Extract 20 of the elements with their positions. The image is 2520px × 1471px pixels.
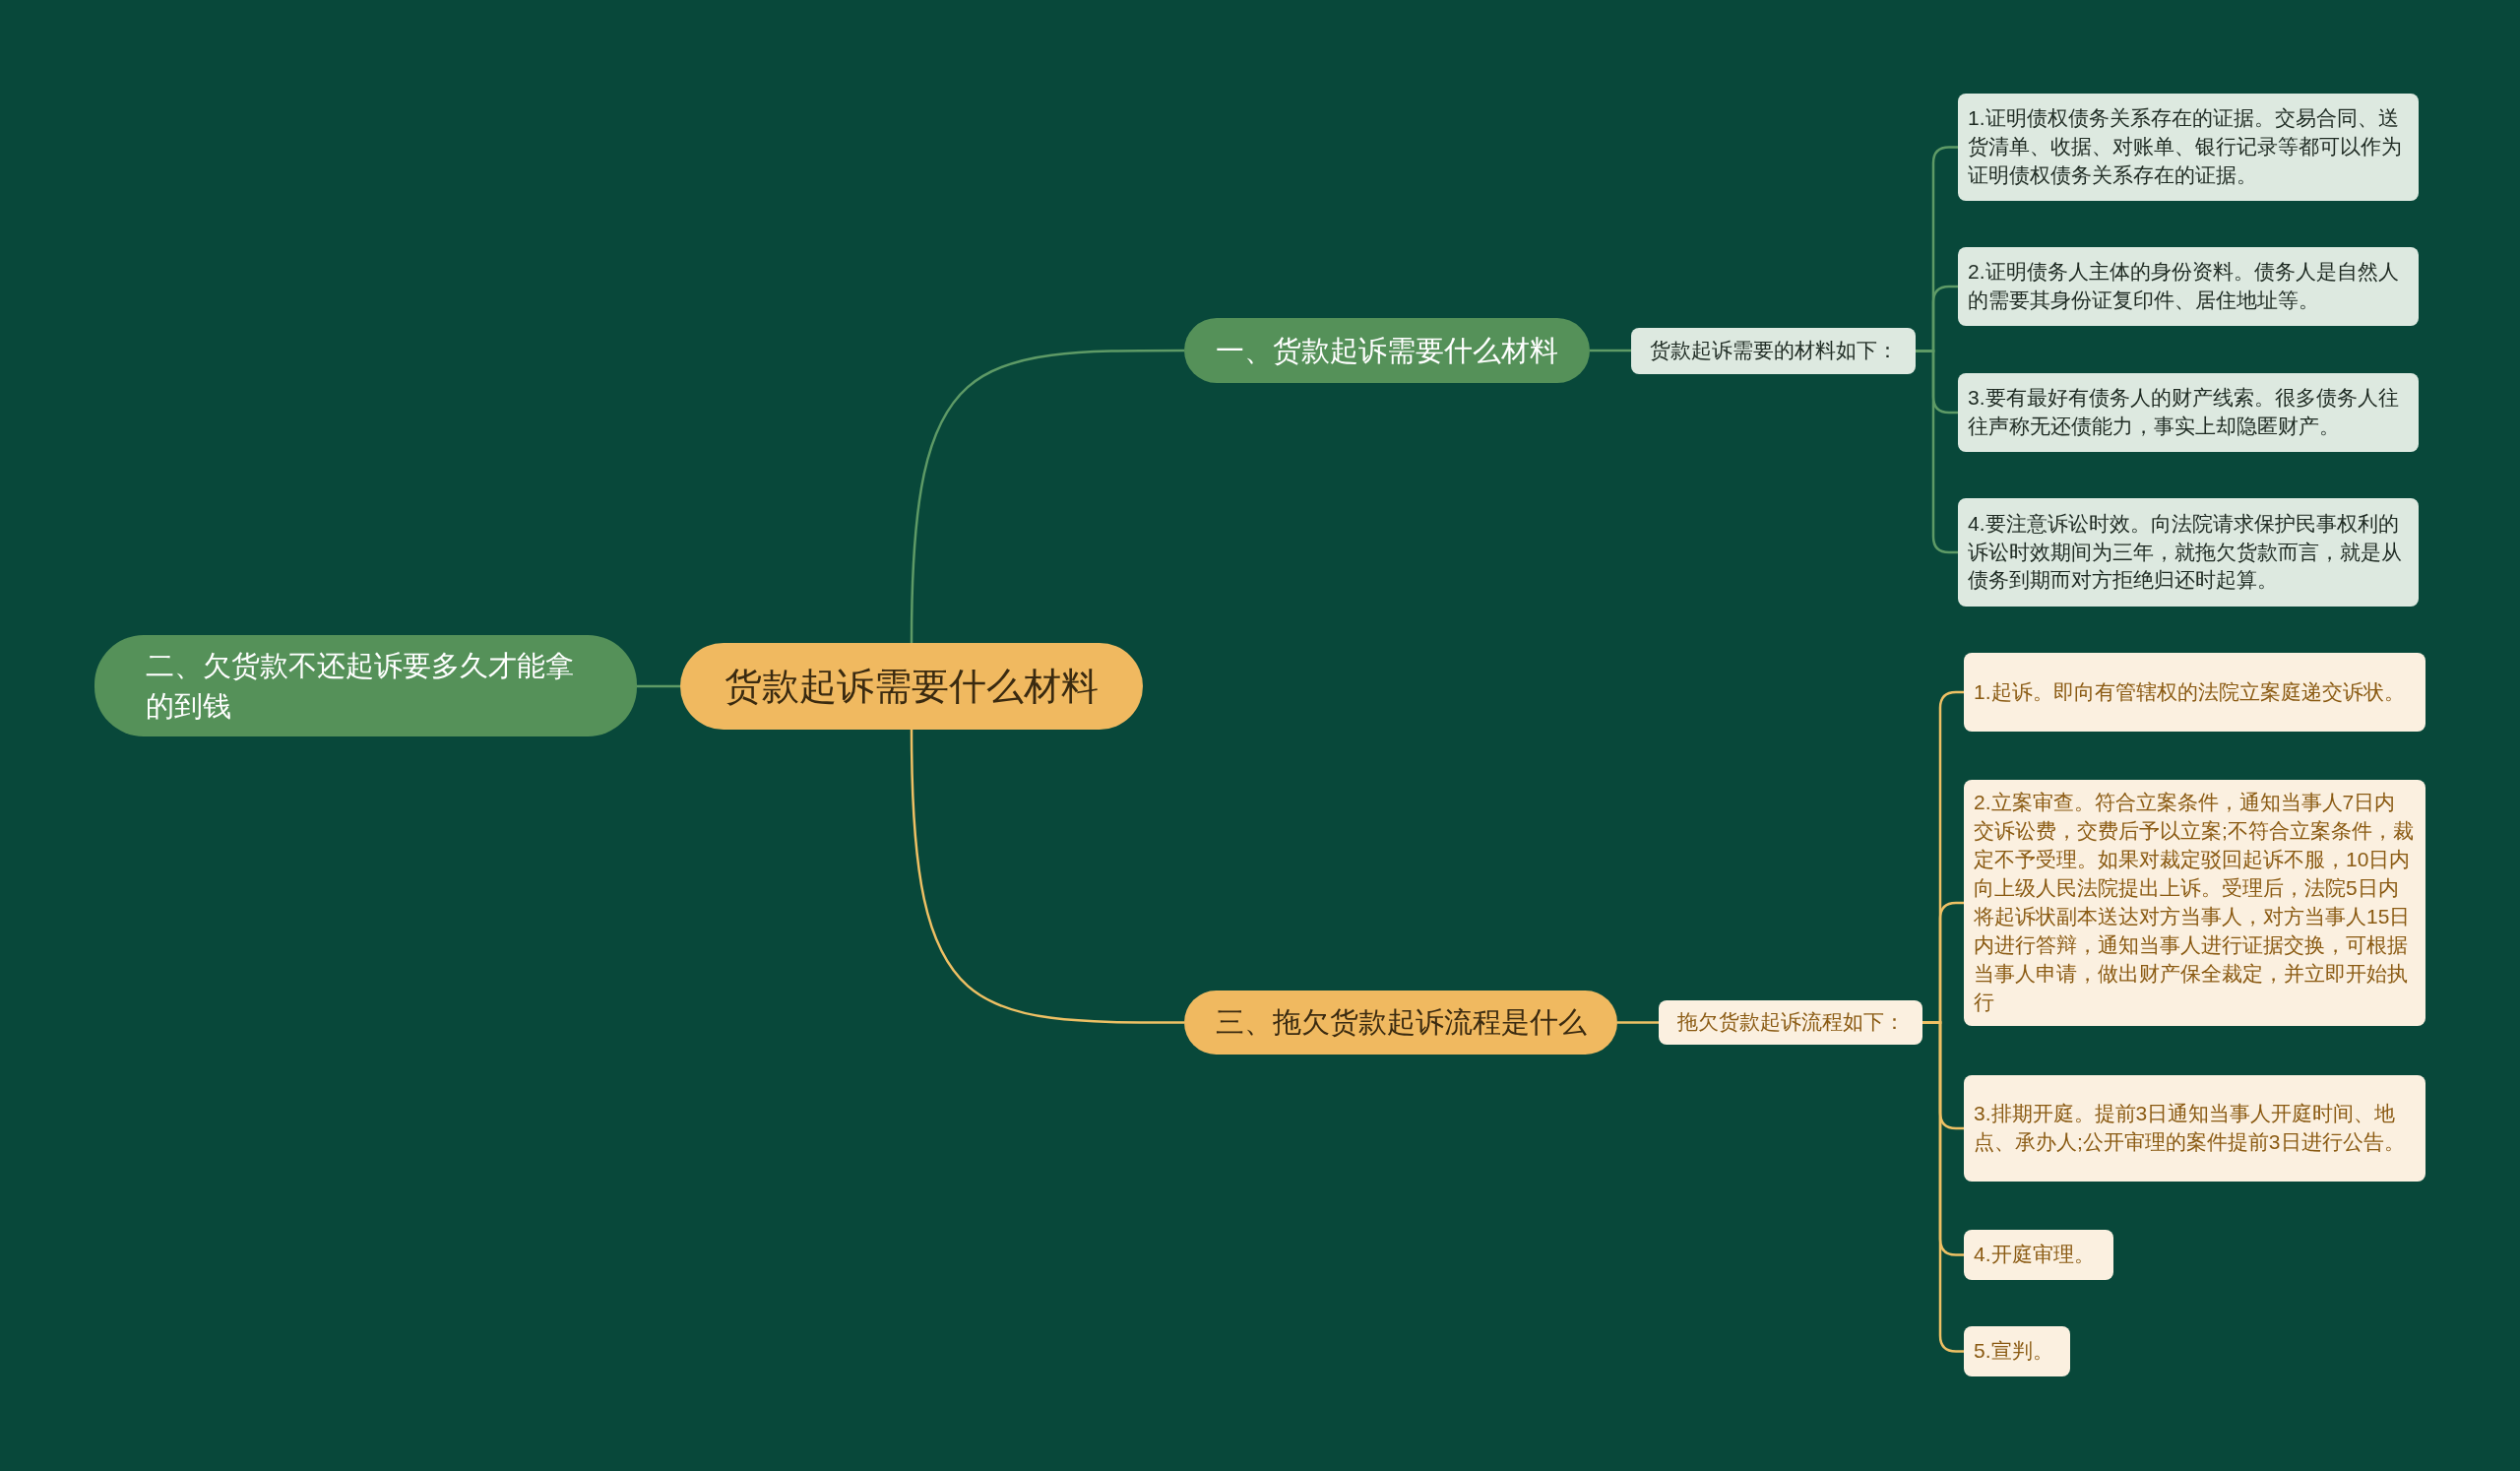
note-box: 2.证明债务人主体的身份资料。债务人是自然人的需要其身份证复印件、居住地址等。 <box>1958 247 2419 326</box>
note-box: 3.排期开庭。提前3日通知当事人开庭时间、地点、承办人;公开审理的案件提前3日进行公告。 <box>1964 1075 2426 1182</box>
note-box: 3.要有最好有债务人的财产线索。很多债务人往往声称无还债能力，事实上却隐匿财产。 <box>1958 373 2419 452</box>
topic-pill: 二、欠货款不还起诉要多久才能拿的到钱 <box>94 635 637 736</box>
note-box: 1.证明债权债务关系存在的证据。交易合同、送货清单、收据、对账单、银行记录等都可以作为证明债权债务关系存在的证据。 <box>1958 94 2419 201</box>
connector-line <box>1590 349 1631 352</box>
note-box: 1.起诉。即向有管辖权的法院立案庭递交诉状。 <box>1964 653 2426 732</box>
topic-pill: 三、拖欠货款起诉流程是什么 <box>1184 991 1617 1055</box>
topic-pill: 一、货款起诉需要什么材料 <box>1184 318 1590 383</box>
subtopic-box: 拖欠货款起诉流程如下： <box>1659 1000 1922 1045</box>
note-box: 2.立案审查。符合立案条件，通知当事人7日内交诉讼费，交费后予以立案;不符合立案条件，裁定不予受理。如果对裁定驳回起诉不服，10日内向上级人民法院提出上诉。受理后，法院5日内将起诉状副本送达对方当事人，对方当事人15日内进行答辩，通知当事人进行证据交换，可根据当事人申请，做出财产保全裁定，并立即开始执行 <box>1964 780 2426 1026</box>
connector-line <box>910 729 1184 1024</box>
connector-line <box>637 684 680 688</box>
note-box: 4.要注意诉讼时效。向法院请求保护民事权利的诉讼时效期间为三年，就拖欠货款而言，就是从债务到期而对方拒绝归还时起算。 <box>1958 498 2419 607</box>
connector-line <box>910 349 1184 644</box>
central-topic: 货款起诉需要什么材料 <box>680 643 1143 730</box>
note-box: 4.开庭审理。 <box>1964 1230 2113 1280</box>
connector-line <box>1617 1021 1659 1024</box>
note-box: 5.宣判。 <box>1964 1326 2070 1376</box>
subtopic-box: 货款起诉需要的材料如下： <box>1631 328 1916 374</box>
